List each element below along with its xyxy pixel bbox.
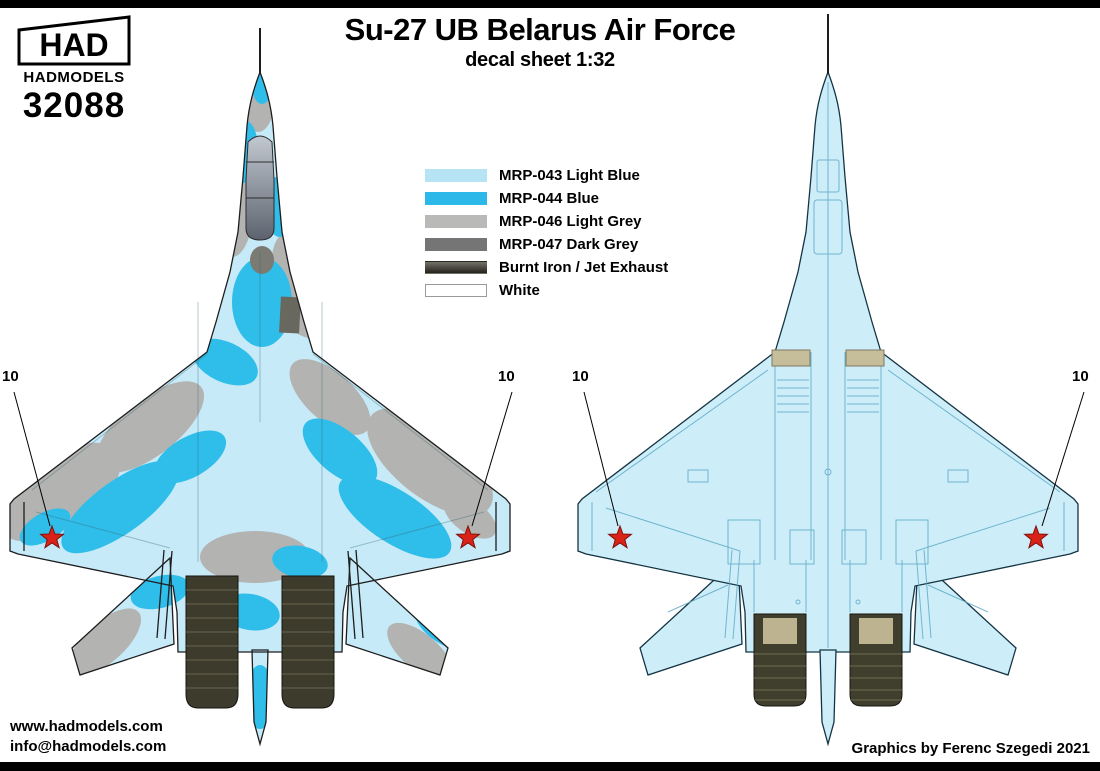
- red-star-marking: [39, 524, 65, 549]
- canopy: [245, 135, 275, 241]
- nozzle-interior: [763, 618, 797, 644]
- logo-text: HAD: [39, 27, 108, 63]
- panel-lines: [31, 252, 489, 562]
- red-star-marking: [607, 524, 633, 549]
- brand-block: HAD HADMODELS 32088: [8, 14, 140, 126]
- legend-item: Burnt Iron / Jet Exhaust: [425, 256, 668, 279]
- right-stabilizer: [913, 556, 1017, 676]
- legend-item: White: [425, 279, 668, 302]
- legend-item: MRP-044 Blue: [425, 187, 668, 210]
- left-stabilizer: [71, 556, 175, 676]
- color-swatch-white: [425, 284, 487, 297]
- product-code: 32088: [22, 86, 126, 125]
- website-text: www.hadmodels.com: [10, 717, 163, 735]
- tail-sting: [251, 649, 269, 747]
- sheet-subtitle: decal sheet 1:32: [465, 49, 615, 71]
- camo-dark-grey-patches: [250, 246, 301, 334]
- right-stabilizer: [345, 556, 449, 676]
- legend-item: MRP-046 Light Grey: [425, 210, 668, 233]
- legend-item: MRP-047 Dark Grey: [425, 233, 668, 256]
- decal-callout-right-wing-camo: 10: [498, 368, 515, 385]
- tan-intake-panels: [771, 349, 885, 367]
- color-swatch-dark-grey: [425, 238, 487, 251]
- color-swatch-blue: [425, 192, 487, 205]
- left-stabilizer: [639, 556, 743, 676]
- tail-sting: [819, 649, 837, 747]
- exhaust-nozzles: [753, 613, 903, 707]
- camo-aircraft-figure: [9, 28, 511, 747]
- red-star-marking: [1023, 524, 1049, 549]
- graphics-credit: Graphics by Ferenc Szegedi 2021: [851, 740, 1090, 757]
- decal-callout-left-wing-underside: 10: [572, 368, 589, 385]
- email-text: info@hadmodels.com: [10, 737, 167, 755]
- sheet-title: Su-27 UB Belarus Air Force: [344, 12, 736, 47]
- logo-frame: [17, 15, 131, 66]
- nozzle-interior: [859, 618, 893, 644]
- top-border-bar: [0, 0, 1100, 8]
- color-swatch-light-grey: [425, 215, 487, 228]
- legend-label: Burnt Iron / Jet Exhaust: [499, 259, 669, 276]
- legend-item: MRP-043 Light Blue: [425, 164, 668, 187]
- legend-label: MRP-044 Blue: [499, 190, 600, 207]
- legend-label: White: [499, 282, 540, 299]
- legend-label: MRP-047 Dark Grey: [499, 236, 639, 253]
- red-star-marking: [455, 524, 481, 549]
- decal-callout-right-wing-underside: 10: [1072, 368, 1089, 385]
- contact-block: www.hadmodels.com info@hadmodels.com: [10, 717, 166, 758]
- color-legend: MRP-043 Light Blue MRP-044 Blue MRP-046 …: [425, 164, 668, 302]
- brand-name: HADMODELS: [23, 69, 125, 86]
- color-swatch-burnt-iron: [425, 261, 487, 274]
- planform-outline: [9, 70, 511, 653]
- underside-aircraft-figure: [577, 14, 1079, 747]
- decal-callout-left-wing-camo: 10: [2, 368, 19, 385]
- had-logo: HAD: [17, 15, 131, 66]
- title-block: Su-27 UB Belarus Air Force decal sheet 1…: [290, 12, 790, 72]
- exhaust-nozzles: [185, 575, 335, 709]
- legend-label: MRP-043 Light Blue: [499, 167, 640, 184]
- bottom-border-bar: [0, 762, 1100, 771]
- vertical-fins: [156, 549, 364, 640]
- color-swatch-light-blue: [425, 169, 487, 182]
- legend-label: MRP-046 Light Grey: [499, 213, 642, 230]
